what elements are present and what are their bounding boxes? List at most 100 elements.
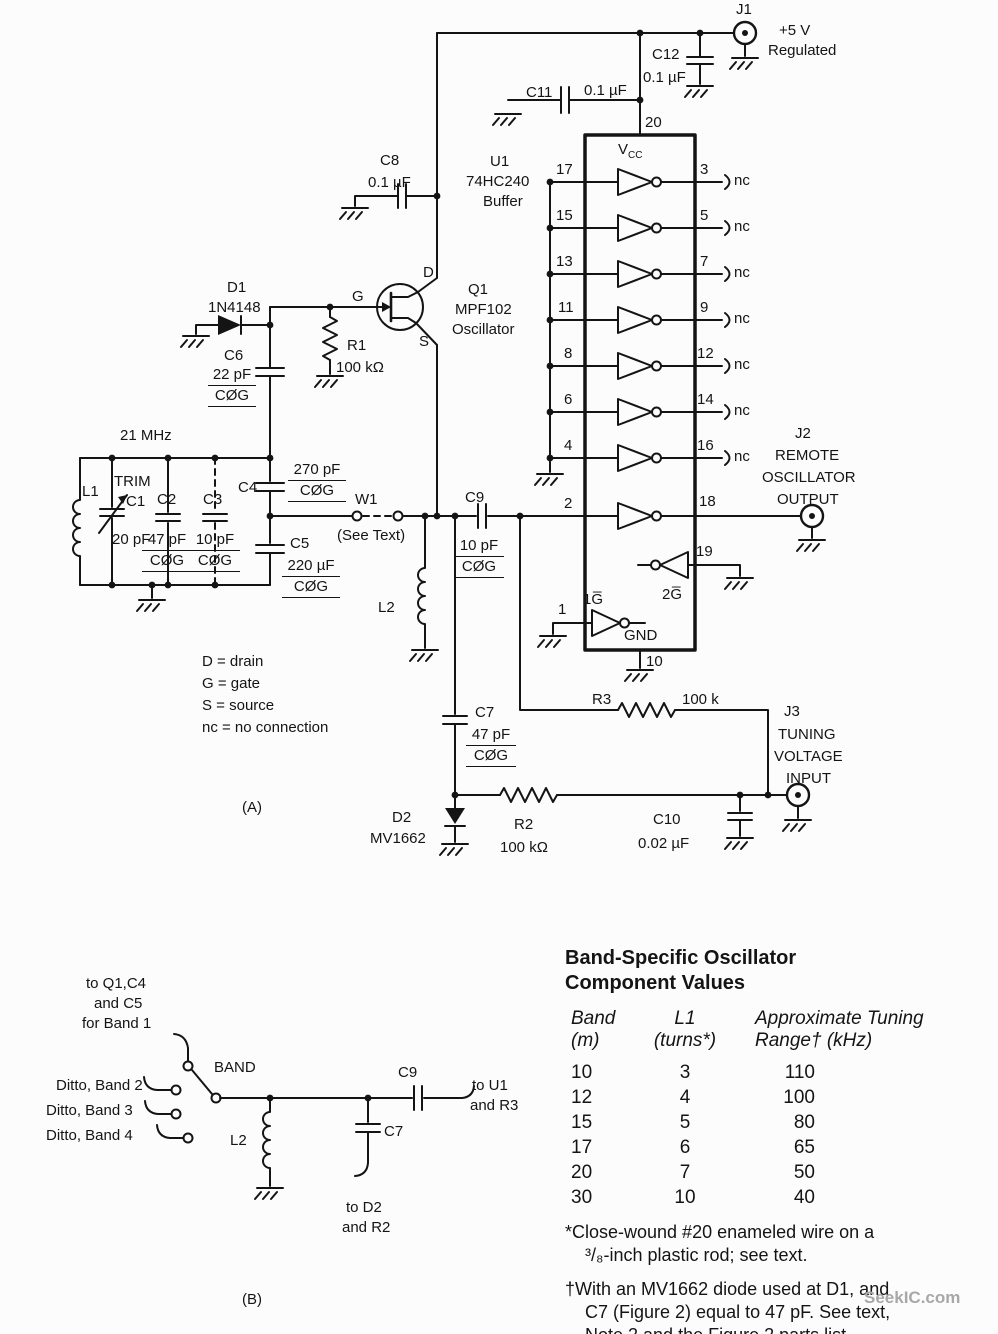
u1-pin-18: 18 <box>699 493 716 510</box>
ground-symbol <box>724 837 754 850</box>
u1-pin-14: 14 <box>697 391 714 408</box>
j1-desc2: Regulated <box>768 42 837 59</box>
j2-connector <box>796 503 826 552</box>
j3-desc1: TUNING <box>778 726 836 743</box>
col-header-l1: L1(turns*) <box>653 1008 717 1051</box>
u1-pin-10: 10 <box>646 653 663 670</box>
ground-symbol <box>729 57 759 70</box>
r2-value: 100 kΩ <box>500 839 548 856</box>
l2b-label: L2 <box>230 1132 247 1149</box>
u1-label: U1 <box>490 153 510 170</box>
ground-symbol <box>684 85 714 98</box>
u1-vcc-label: VCC <box>618 141 643 161</box>
j2-desc2: OSCILLATOR <box>762 469 856 486</box>
c5-label: C5 <box>290 535 310 552</box>
u1-pin-16: 16 <box>697 437 714 454</box>
gnd-pin-symbol <box>624 649 654 682</box>
w1-label: W1 <box>355 491 378 508</box>
nc-label-5: nc <box>734 356 750 373</box>
u1-pin-17: 17 <box>556 161 573 178</box>
table-cell: 3 <box>679 1061 691 1083</box>
legend-drain: D = drain <box>202 653 264 670</box>
enable-1g-symbol <box>537 609 646 648</box>
ground-symbol <box>254 1187 284 1200</box>
j3-desc2: VOLTAGE <box>774 748 843 765</box>
legend-nc: nc = no connection <box>202 719 329 736</box>
u1-pin-13: 13 <box>556 253 573 270</box>
section-a-label: (A) <box>242 799 262 816</box>
band-switch-symbol <box>143 1033 413 1144</box>
c1-value: 20 pF <box>112 531 151 548</box>
r3-resistor-symbol <box>519 515 772 799</box>
seekic-watermark: SeekIC.com <box>864 1288 961 1307</box>
c9b-label: C9 <box>398 1064 418 1081</box>
c12-capacitor-symbol <box>686 32 714 85</box>
nc-label-4: nc <box>734 310 750 327</box>
band-switch-label: BAND <box>214 1059 256 1076</box>
table-cell: 20 <box>571 1161 593 1183</box>
j2-desc3: OUTPUT <box>777 491 839 508</box>
enable-2g-symbol <box>637 551 754 590</box>
j1-label: J1 <box>736 1 752 18</box>
d1-label: D1 <box>227 279 247 296</box>
d2-label: D2 <box>392 809 412 826</box>
u1-pin-9: 9 <box>700 299 709 316</box>
r1-label: R1 <box>347 337 367 354</box>
footnote-2: †With an MV1662 diode used at D1, and C7… <box>565 1278 891 1334</box>
tank-frequency: 21 MHz <box>120 427 172 444</box>
c4-capacitor-symbol <box>255 457 285 520</box>
c1-trim-label: TRIM <box>114 473 151 490</box>
ground-symbol <box>624 669 654 682</box>
table-cell: 40 <box>793 1186 815 1208</box>
u1-pin-2: 2 <box>564 495 573 512</box>
u1-pin-19: 19 <box>696 543 713 560</box>
c10-label: C10 <box>653 811 681 828</box>
l1-label: L1 <box>82 483 99 500</box>
table-cell: 100 <box>783 1086 815 1108</box>
j3-desc3: INPUT <box>786 770 831 787</box>
ground-symbol <box>796 539 826 552</box>
ditto-band-4: Ditto, Band 4 <box>46 1127 133 1144</box>
ditto-band-3: Ditto, Band 3 <box>46 1102 133 1119</box>
u1-pin-20: 20 <box>645 114 662 131</box>
q1-gate-label: G <box>352 288 364 305</box>
buffer-row-1 <box>546 168 731 196</box>
j3-connector <box>782 782 812 832</box>
table-cell: 80 <box>793 1111 815 1133</box>
buffer-row-3 <box>546 260 731 288</box>
table-title-line2: Component Values <box>565 972 746 994</box>
c2-capacitor-symbol <box>155 457 181 586</box>
buffer-row-6 <box>546 398 731 426</box>
ground-symbol <box>339 207 369 220</box>
section-b-label: (B) <box>242 1291 262 1308</box>
c10-value: 0.02 µF <box>638 835 690 852</box>
r1-resistor-symbol <box>269 303 378 388</box>
r2-label: R2 <box>514 816 534 833</box>
c7b-capacitor-symbol <box>354 1097 381 1177</box>
c6-capacitor-symbol <box>255 367 285 462</box>
c7-label: C7 <box>475 704 495 721</box>
table-cell: 10 <box>571 1061 593 1083</box>
c5-capacitor-symbol <box>255 515 285 586</box>
table-cell: 110 <box>784 1061 815 1083</box>
band1-note-2: and C5 <box>94 995 143 1012</box>
ground-symbol <box>180 335 210 348</box>
ditto-band-2: Ditto, Band 2 <box>56 1077 143 1094</box>
nc-label-3: nc <box>734 264 750 281</box>
u1-en1-label: 1G̅ <box>583 591 604 608</box>
c11-label: C11 <box>526 84 553 101</box>
footnote-1: *Close-wound #20 enameled wire on a ³/₈-… <box>565 1221 875 1265</box>
u1-pin-4: 4 <box>564 437 573 454</box>
band1-note-1: to Q1,C4 <box>86 975 147 992</box>
nc-label-2: nc <box>734 218 750 235</box>
nc-label-7: nc <box>734 448 750 465</box>
u1-pin-3: 3 <box>700 161 709 178</box>
d2-varactor-symbol <box>439 791 469 856</box>
